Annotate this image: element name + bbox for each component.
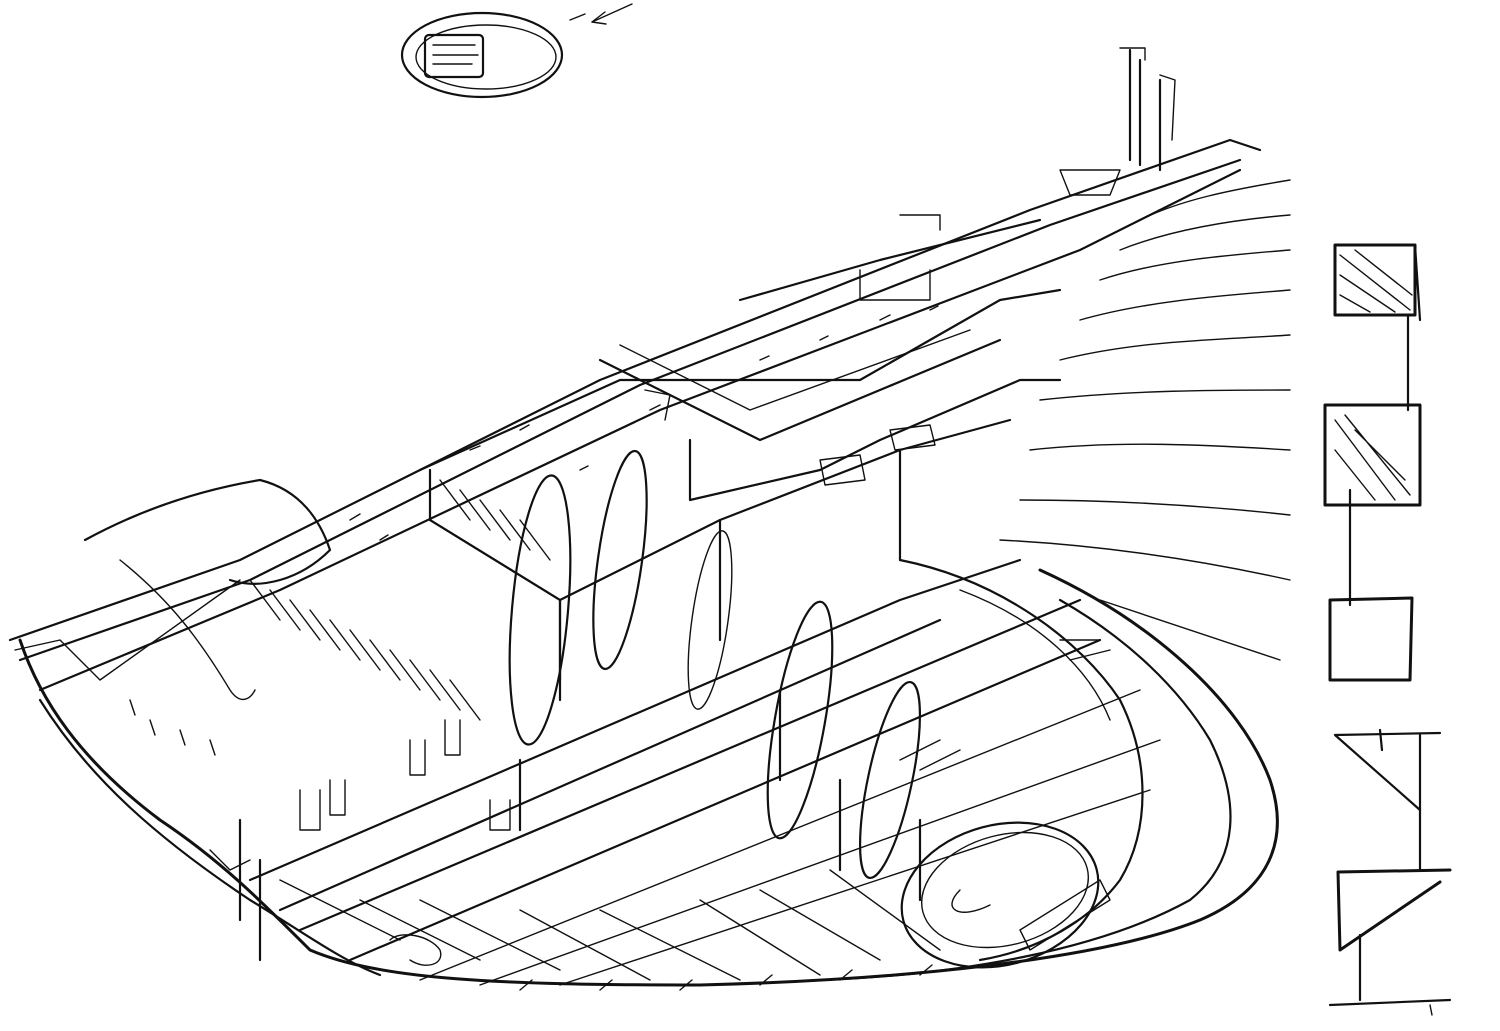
oval-key-sketch bbox=[400, 3, 633, 99]
section-diagrams-column bbox=[1323, 243, 1452, 1016]
main-building-sketch bbox=[8, 47, 1291, 991]
